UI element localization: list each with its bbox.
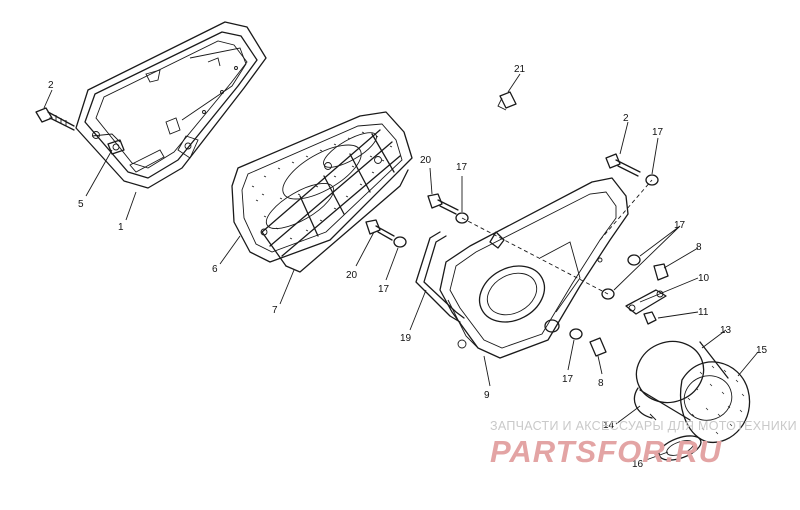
callout-11: 11 xyxy=(698,307,709,318)
callout-9: 9 xyxy=(484,390,490,401)
leader-lines xyxy=(43,73,759,461)
part-8-clip-upper xyxy=(653,263,669,281)
callout-17-lower: 17 xyxy=(378,284,390,295)
callout-2-left: 2 xyxy=(48,80,54,91)
part-19-breather-tube xyxy=(415,231,465,323)
part-10-bracket xyxy=(625,289,667,315)
part-6-filter-element xyxy=(231,111,413,263)
callout-15: 15 xyxy=(756,345,768,356)
callout-13: 13 xyxy=(720,325,732,336)
callout-10: 10 xyxy=(698,273,710,284)
callout-20-upper: 20 xyxy=(420,155,432,166)
callout-17-bottom: 17 xyxy=(562,374,574,385)
watermark-logo: PARTSFOR.RU xyxy=(490,434,723,469)
part-1-cover-frame xyxy=(75,21,267,189)
part-21-clip xyxy=(497,91,517,111)
callout-19: 19 xyxy=(400,333,412,344)
callout-21: 21 xyxy=(514,64,526,75)
part-17-grommets xyxy=(393,174,659,340)
part-8-clip-lower xyxy=(589,337,607,357)
callout-20-lower: 20 xyxy=(346,270,358,281)
callout-8-lower: 8 xyxy=(598,378,604,389)
callout-14: 14 xyxy=(603,420,615,431)
callout-6: 6 xyxy=(212,264,218,275)
part-15-pod-filter xyxy=(680,361,751,443)
callout-17-right-top: 17 xyxy=(652,127,664,138)
part-14-hose-clamp xyxy=(633,387,657,421)
assembly-axis-line-2 xyxy=(599,179,653,241)
callout-16: 16 xyxy=(632,459,644,470)
callout-7: 7 xyxy=(272,305,278,316)
part-9-air-box xyxy=(439,177,629,359)
part-20-bolt-lower xyxy=(365,219,395,241)
part-11-nut xyxy=(643,311,657,325)
part-2-screw-right xyxy=(605,153,641,177)
watermark-tagline: ЗАПЧАСТИ И АКСЕССУАРЫ ДЛЯ МОТОТЕХНИКИ xyxy=(490,419,797,433)
callout-17-right-mid: 17 xyxy=(674,220,686,231)
watermark: ЗАПЧАСТИ И АКСЕССУАРЫ ДЛЯ МОТОТЕХНИКИ PA… xyxy=(490,419,797,469)
callout-labels: 2 5 1 6 7 20 17 20 17 19 9 21 2 17 17 8 … xyxy=(48,64,768,470)
callout-2-right: 2 xyxy=(623,113,629,124)
callout-1: 1 xyxy=(118,222,124,233)
part-2-screw-left xyxy=(35,107,75,131)
part-5-grommet xyxy=(107,139,125,155)
callout-8-upper: 8 xyxy=(696,242,702,253)
callout-5: 5 xyxy=(78,199,84,210)
part-7-filter-cage xyxy=(260,129,409,273)
callout-17-upper: 17 xyxy=(456,162,468,173)
part-20-bolt-upper xyxy=(427,193,459,215)
